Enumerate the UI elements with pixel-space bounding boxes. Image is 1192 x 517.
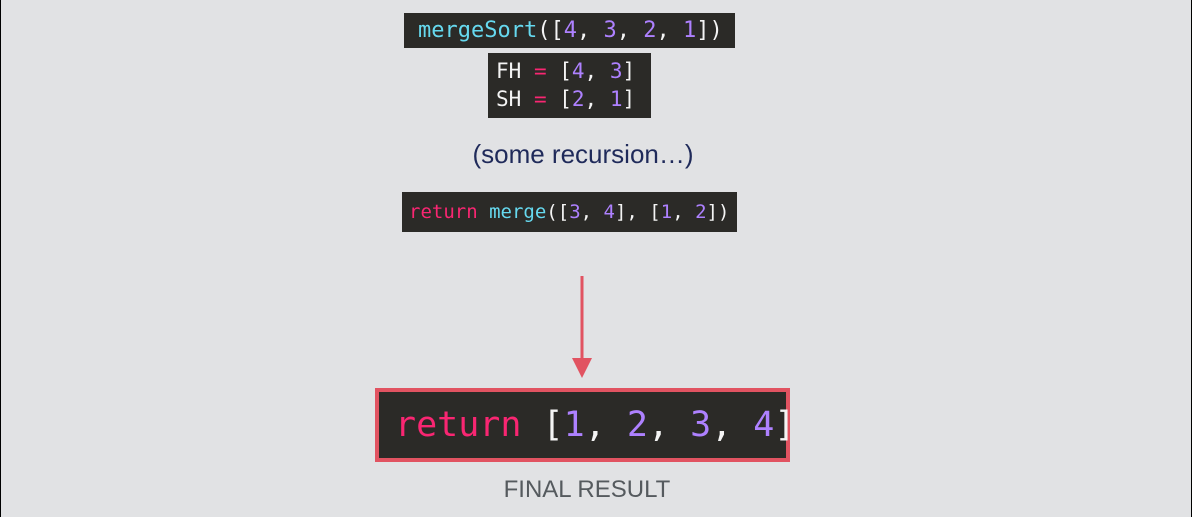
close-bracket: ]) (706, 201, 730, 223)
close-bracket: ] (622, 59, 636, 83)
array-number: 3 (603, 18, 617, 43)
array-number: 3 (609, 59, 623, 83)
array-number: 2 (571, 87, 585, 111)
array-number: 1 (682, 18, 697, 43)
function-name: mergeSort (418, 18, 538, 43)
array-number: 4 (563, 18, 577, 43)
assign-operator: = (521, 87, 560, 111)
middle-brackets: ], [ (614, 201, 661, 223)
second-half-line: SH = [2, 1] (496, 85, 651, 113)
open-bracket: [ (559, 87, 572, 111)
arrow-shaft (580, 276, 584, 362)
arrow-head (572, 358, 592, 378)
array-number: 2 (695, 201, 707, 223)
first-half-line: FH = [4, 3] (496, 57, 651, 85)
separator: , (584, 59, 610, 83)
open-bracket: ([ (546, 201, 570, 223)
array-number: 4 (603, 201, 615, 223)
variable-name: SH (496, 87, 522, 111)
return-keyword: return (409, 201, 478, 223)
final-result-label: FINAL RESULT (503, 476, 671, 503)
separator: , (576, 18, 604, 43)
close-bracket: ] (774, 405, 796, 445)
separator: , (711, 405, 754, 445)
separator: , (616, 18, 644, 43)
separator: , (647, 405, 691, 445)
separator: , (656, 18, 683, 43)
function-name: merge (489, 201, 547, 223)
assign-operator: = (521, 59, 560, 83)
final-return-code: return [1, 2, 3, 4] (375, 388, 795, 462)
separator: , (672, 201, 696, 223)
down-arrow-icon (572, 276, 592, 378)
open-bracket: ([ (537, 18, 564, 43)
return-merge-code: return merge([3, 4], [1, 2]) (402, 192, 737, 232)
separator: , (584, 87, 610, 111)
array-number: 1 (609, 87, 623, 111)
array-number: 1 (563, 405, 585, 445)
open-bracket: [ (542, 405, 564, 445)
close-bracket: ] (622, 87, 636, 111)
return-keyword: return (395, 405, 522, 445)
recursion-note: (some recursion…) (472, 139, 694, 169)
array-number: 3 (569, 201, 581, 223)
variable-name: FH (496, 59, 522, 83)
array-number: 2 (626, 405, 648, 445)
array-number: 1 (660, 201, 673, 223)
merge-sort-call-code: mergeSort([4, 3, 2, 1]) (404, 13, 735, 48)
close-bracket: ]) (696, 18, 723, 43)
array-number: 2 (643, 18, 657, 43)
array-number: 3 (690, 405, 712, 445)
open-bracket: [ (559, 59, 572, 83)
separator: , (584, 405, 627, 445)
separator: , (580, 201, 604, 223)
halves-code: FH = [4, 3]SH = [2, 1] (488, 53, 651, 118)
array-number: 4 (753, 405, 775, 445)
array-number: 4 (571, 59, 585, 83)
